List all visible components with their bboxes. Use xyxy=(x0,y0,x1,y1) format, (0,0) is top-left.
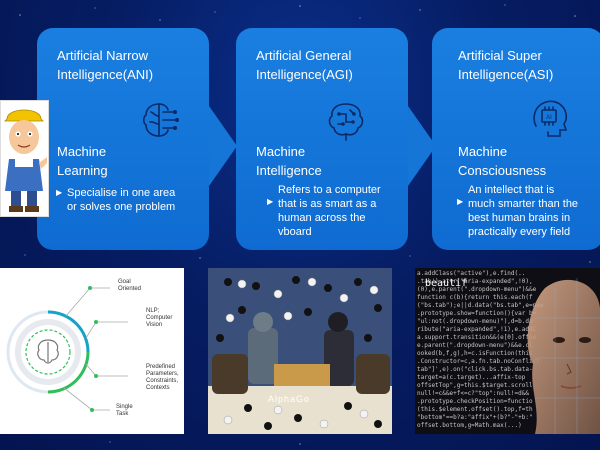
agi-description: ▶ Refers to a computer that is as smart … xyxy=(267,184,381,238)
diagram-label-predefined: Predefined Parameters, Constraints, Cont… xyxy=(146,364,179,391)
alphago-panel: AlphaGo xyxy=(208,268,392,434)
arrow-icon xyxy=(209,106,237,186)
ani-title: Artificial Narrow Intelligence(ANI) xyxy=(57,48,154,82)
brain-circuit-icon xyxy=(142,103,179,137)
code-background: a.addClass("active"),e.find(.. .tab').at… xyxy=(417,270,544,429)
asi-subtitle: Machine Consciousness xyxy=(458,144,547,178)
ani-description: ▶ Specialise in one area or solves one p… xyxy=(56,187,176,213)
builder-mascot-image xyxy=(0,100,49,217)
ai-code-panel: a.addClass("active"),e.find(.. .tab').at… xyxy=(415,268,600,434)
ani-diagram-panel: Goal Oriented NLP; Computer Vision Prede… xyxy=(0,268,184,434)
brain-circuit-icon xyxy=(328,103,364,141)
alphago-label: AlphaGo xyxy=(268,394,311,404)
brain-icon xyxy=(37,339,59,364)
ani-diagram xyxy=(6,286,128,412)
arrow-icon xyxy=(408,106,436,186)
ai-chip-head-icon: AI xyxy=(533,100,568,137)
diagram-label-nlp: NLP; Computer Vision xyxy=(146,308,173,328)
alphago-illustration xyxy=(208,268,392,434)
asi-card: Artificial Super Intelligence(ASI) AI Ma… xyxy=(432,28,600,250)
asi-description: ▶ An intellect that is much smarter than… xyxy=(457,184,579,238)
builder-mascot-icon xyxy=(4,109,47,212)
agi-title: Artificial General Intelligence(AGI) xyxy=(256,48,353,82)
ai-face-image xyxy=(527,278,600,434)
code-heading: beautif xyxy=(425,278,468,289)
svg-text:AI: AI xyxy=(546,115,552,121)
bullet-icon: ▶ xyxy=(267,197,274,206)
diagram-label-single-task: Single Task xyxy=(116,404,133,417)
asi-title: Artificial Super Intelligence(ASI) xyxy=(458,48,554,82)
ani-subtitle: Machine Learning xyxy=(57,144,108,178)
diagram-label-goal: Goal Oriented xyxy=(118,279,142,292)
agi-subtitle: Machine Intelligence xyxy=(256,144,322,178)
agi-card: Artificial General Intelligence(AGI) Mac… xyxy=(236,28,408,250)
ani-card: Artificial Narrow Intelligence(ANI) Mach… xyxy=(37,28,209,250)
bullet-icon: ▶ xyxy=(56,188,63,197)
bullet-icon: ▶ xyxy=(457,197,464,206)
